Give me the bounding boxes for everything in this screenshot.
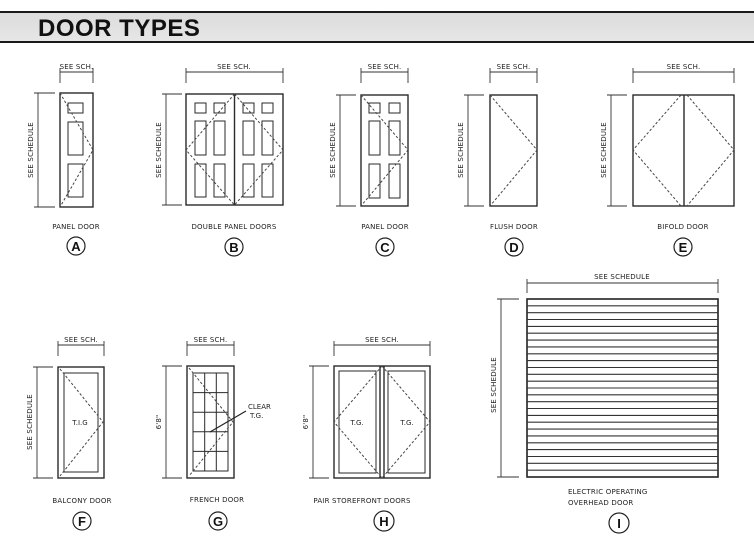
door-g: SEE SCH. 6'8" CLEAR T.G. FRENCH DOOR G bbox=[155, 336, 271, 531]
width-dimension: SEE SCH. bbox=[497, 63, 531, 71]
door-label: BALCONY DOOR bbox=[52, 497, 111, 505]
height-dimension: 6'8" bbox=[302, 415, 310, 430]
door-label: PAIR STOREFRONT DOORS bbox=[313, 497, 411, 505]
door-label: DOUBLE PANEL DOORS bbox=[191, 223, 276, 231]
door-tag: D bbox=[509, 240, 518, 255]
height-dimension: SEE SCHEDULE bbox=[329, 122, 337, 178]
glass-note-left: T.G. bbox=[349, 419, 363, 427]
height-dimension: SEE SCHEDULE bbox=[490, 357, 498, 413]
width-dimension: SEE SCH. bbox=[368, 63, 402, 71]
title-bar: DOOR TYPES bbox=[0, 11, 754, 43]
width-dimension: SEE SCH. bbox=[60, 63, 94, 71]
callout-tg: T.G. bbox=[249, 412, 263, 420]
width-dimension: SEE SCHEDULE bbox=[594, 273, 650, 281]
door-d: SEE SCH. SEE SCHEDULE FLUSH DOOR D bbox=[457, 63, 538, 257]
door-tag: F bbox=[78, 514, 86, 529]
door-tag: B bbox=[229, 240, 238, 255]
door-label: FRENCH DOOR bbox=[190, 496, 244, 504]
door-tag: E bbox=[679, 240, 688, 255]
height-dimension: SEE SCHEDULE bbox=[155, 122, 163, 178]
door-label: FLUSH DOOR bbox=[490, 223, 538, 231]
door-c: SEE SCH. SEE SCHEDULE PANEL DOOR C bbox=[329, 63, 409, 257]
glass-note: T.I.G bbox=[71, 419, 87, 427]
door-h: SEE SCH. 6'8" T.G. T.G. PAIR STOREFRONT … bbox=[302, 336, 431, 532]
width-dimension: SEE SCH. bbox=[217, 63, 251, 71]
door-label: PANEL DOOR bbox=[361, 223, 409, 231]
door-tag: I bbox=[617, 516, 621, 531]
door-label-line2: OVERHEAD DOOR bbox=[568, 499, 633, 507]
door-i: SEE SCHEDULE SEE SCHEDULE ELECTRIC OPERA… bbox=[490, 273, 719, 534]
door-tag: A bbox=[71, 239, 81, 254]
height-dimension: 6'8" bbox=[155, 415, 163, 430]
height-dimension: SEE SCHEDULE bbox=[26, 394, 34, 450]
door-a: SEE SCH. SEE SCHEDULE PANEL DOOR A bbox=[27, 63, 100, 256]
page-title: DOOR TYPES bbox=[38, 15, 201, 42]
width-dimension: SEE SCH. bbox=[667, 63, 701, 71]
door-e: SEE SCH. SEE SCHEDULE BIFOLD DOOR E bbox=[600, 63, 735, 257]
door-tag: G bbox=[213, 514, 223, 529]
height-dimension: SEE SCHEDULE bbox=[27, 122, 35, 178]
door-tag: H bbox=[379, 514, 388, 529]
glass-note-right: T.G. bbox=[399, 419, 413, 427]
door-f: SEE SCH. SEE SCHEDULE T.I.G BALCONY DOOR… bbox=[26, 336, 111, 531]
door-label: PANEL DOOR bbox=[52, 223, 100, 231]
door-label-line1: ELECTRIC OPERATING bbox=[568, 488, 648, 496]
door-b: SEE SCH. SEE SCHEDULE DOUBLE PANEL DOORS… bbox=[155, 63, 284, 257]
callout-clear: CLEAR bbox=[248, 403, 271, 411]
width-dimension: SEE SCH. bbox=[194, 336, 228, 344]
door-tag: C bbox=[380, 240, 390, 255]
width-dimension: SEE SCH. bbox=[64, 336, 98, 344]
width-dimension: SEE SCH. bbox=[365, 336, 399, 344]
height-dimension: SEE SCHEDULE bbox=[600, 122, 608, 178]
door-label: BIFOLD DOOR bbox=[657, 223, 708, 231]
height-dimension: SEE SCHEDULE bbox=[457, 122, 465, 178]
